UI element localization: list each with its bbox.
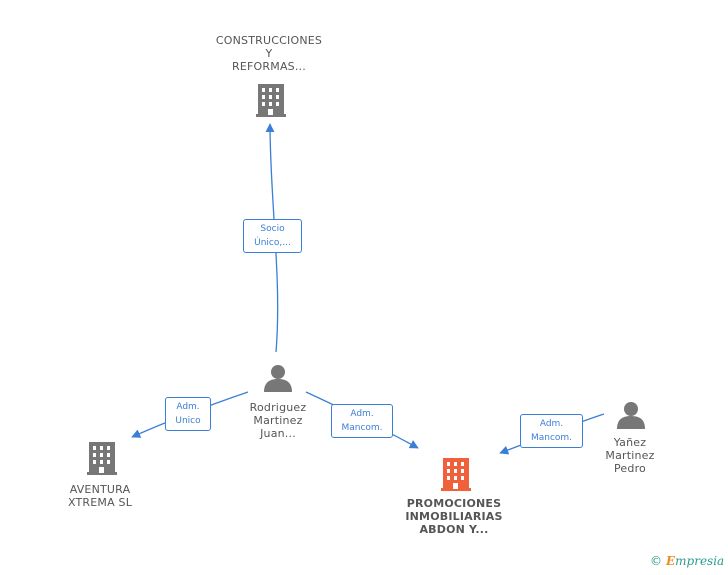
relation-label-adm-mancom[interactable]: Adm. Mancom.	[331, 404, 393, 438]
node-label-aventura[interactable]: AVENTURA XTREMA SL	[67, 483, 133, 509]
node-label-yanez[interactable]: Yañez Martinez Pedro	[605, 436, 655, 475]
person-icon	[617, 402, 645, 429]
node-label-construcciones[interactable]: CONSTRUCCIONES Y REFORMAS...	[215, 34, 323, 73]
empresia-logo: © Empresia	[650, 554, 724, 568]
brand-initial: E	[666, 554, 676, 568]
building-icon	[256, 84, 286, 117]
building-icon	[441, 458, 471, 491]
copyright-symbol: ©	[650, 554, 662, 568]
node-label-rodriguez[interactable]: Rodriguez Martinez Juan...	[249, 401, 307, 440]
relation-label-socio[interactable]: Socio Único,...	[243, 219, 302, 253]
person-icon	[264, 365, 292, 392]
relation-label-adm-unico[interactable]: Adm. Unico	[165, 397, 211, 431]
relation-label-adm-mancom[interactable]: Adm. Mancom.	[520, 414, 583, 448]
node-label-promociones[interactable]: PROMOCIONES INMOBILIARIAS ABDON Y...	[405, 497, 503, 536]
brand-name: mpresia	[675, 554, 725, 568]
building-icon	[87, 442, 117, 475]
